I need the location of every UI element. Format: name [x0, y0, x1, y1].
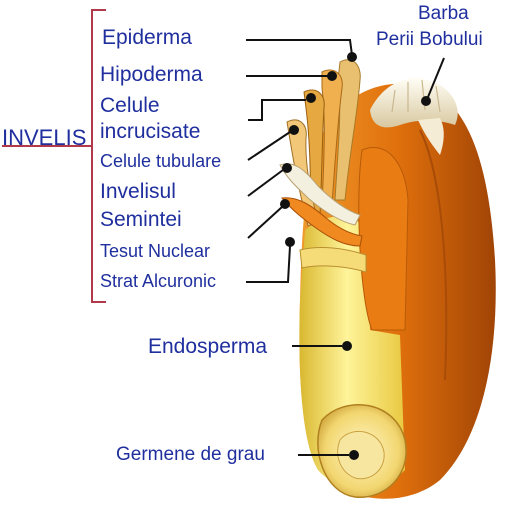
- dot-strat-alcuronic: [285, 237, 295, 247]
- label-celule: Celule: [100, 94, 160, 117]
- label-semintei: Semintei: [100, 208, 182, 231]
- label-invelisul: Invelisul: [100, 180, 176, 203]
- dot-endosperma: [342, 341, 352, 351]
- dot-hipoderma: [327, 71, 337, 81]
- germ-inner: [337, 431, 385, 480]
- bran-lobe: [358, 147, 409, 331]
- label-tesut-nuclear: Tesut Nuclear: [100, 241, 211, 261]
- label-germene-de-grau: Germene de grau: [116, 444, 265, 465]
- dot-celule-incrucisate: [306, 93, 316, 103]
- label-endosperma: Endosperma: [148, 335, 268, 358]
- invelis-bracket: [2, 9, 106, 303]
- label-perii-bobului: Perii Bobului: [376, 29, 483, 50]
- label-epiderma: Epiderma: [102, 26, 192, 49]
- dot-invelisul: [282, 163, 292, 173]
- dot-celule-tubulare: [289, 125, 299, 135]
- label-barba: Barba: [418, 3, 469, 24]
- bran-crease: [419, 129, 448, 381]
- dot-barba: [421, 96, 431, 106]
- label-celule-tubulare: Celule tubulare: [100, 151, 222, 171]
- leader-lines: [246, 39, 445, 456]
- dot-germene: [349, 450, 359, 460]
- beard-hairs: [370, 78, 458, 128]
- dot-tesut-nuclear: [280, 199, 290, 209]
- label-incrucisate: incrucisate: [100, 120, 201, 143]
- invelis-group-label: INVELIS: [2, 125, 87, 150]
- label-hipoderma: Hipoderma: [100, 63, 203, 86]
- bran-layers-peel: [279, 59, 367, 273]
- label-strat-alcuronic: Strat Alcuronic: [100, 271, 217, 291]
- dot-epiderma: [347, 52, 357, 62]
